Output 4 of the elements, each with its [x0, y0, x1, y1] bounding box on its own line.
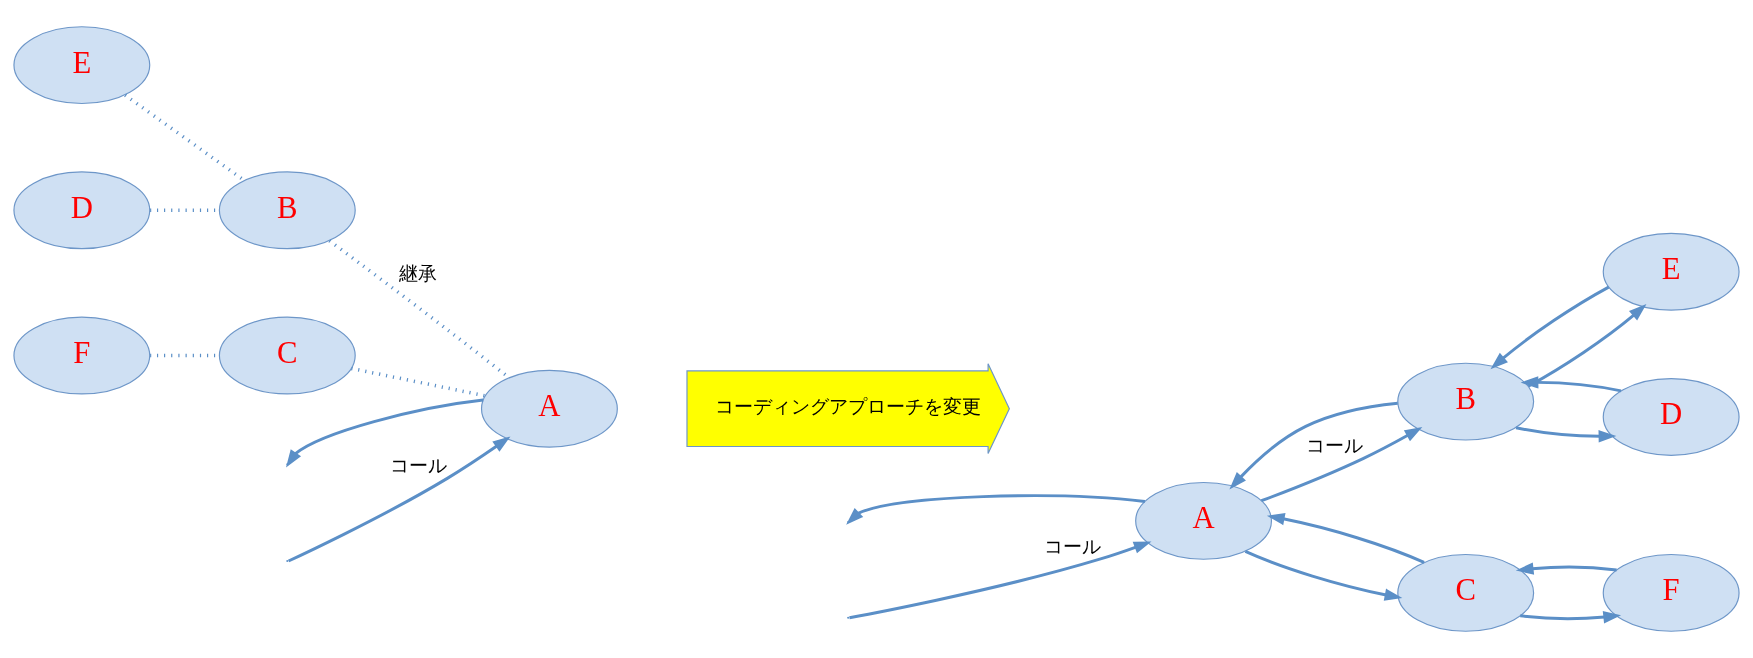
edge-label: コール	[1306, 434, 1364, 457]
edge-label: コール	[1044, 534, 1102, 557]
edge-label: コール	[389, 454, 447, 477]
edge-label: 継承	[399, 261, 438, 284]
